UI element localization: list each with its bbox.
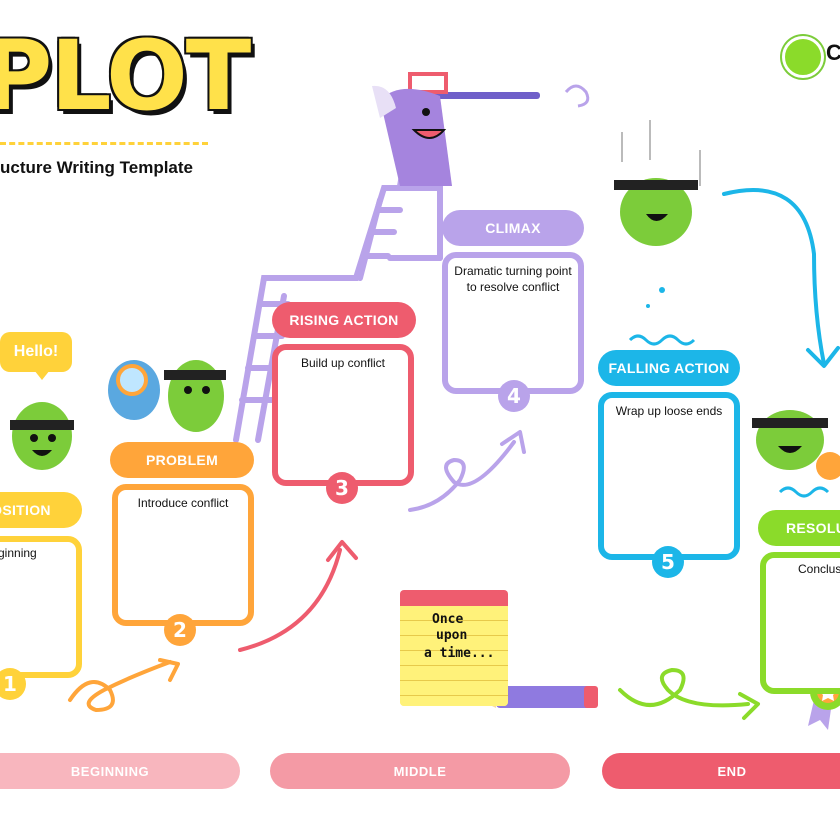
title-divider xyxy=(0,142,208,145)
stage-description-2: Introduce conflict xyxy=(137,496,229,510)
stage-label-1: OSITION xyxy=(0,492,82,528)
section-bar-end: END xyxy=(602,753,840,789)
stage-label-5: FALLING ACTION xyxy=(598,350,740,386)
page-title: PLOT xyxy=(0,20,251,132)
stage-box-1[interactable] xyxy=(0,536,82,678)
stage-number-3: 3 xyxy=(326,472,358,504)
stage-description-6: Conclus xyxy=(798,562,840,576)
note-line-2: upon xyxy=(436,628,468,643)
monster-exposition xyxy=(10,402,74,470)
stage-number-2: 2 xyxy=(164,614,196,646)
note-line-3: a time... xyxy=(424,646,495,661)
stage-number-5: 5 xyxy=(652,546,684,578)
section-bar-middle: MIDDLE xyxy=(270,753,570,789)
stage-box-5[interactable] xyxy=(598,392,740,560)
speech-bubble: Hello! xyxy=(0,332,72,372)
stage-description-3: Build up conflict xyxy=(300,356,386,370)
stage-label-4: CLIMAX xyxy=(442,210,584,246)
stage-number-1: 1 xyxy=(0,668,26,700)
stage-label-3: RISING ACTION xyxy=(272,302,416,338)
stage-description-5: Wrap up loose ends xyxy=(615,404,723,418)
page-subtitle: ucture Writing Template xyxy=(0,158,194,177)
stage-description-1: ginning xyxy=(0,546,37,560)
stage-box-6[interactable] xyxy=(760,552,840,694)
speech-bubble-tail xyxy=(34,370,50,380)
logo xyxy=(782,36,824,78)
monster-falling xyxy=(614,178,698,246)
monster-problem xyxy=(108,360,226,432)
stage-label-6: RESOLU xyxy=(758,510,840,546)
stage-description-4: Dramatic turning point to resolve confli… xyxy=(454,264,572,294)
note-card: Once upon a time... xyxy=(400,590,508,706)
note-line-1: Once xyxy=(432,612,464,627)
logo-text: C xyxy=(826,40,840,65)
section-bar-beginning: BEGINNING xyxy=(0,753,240,789)
monster-resolution xyxy=(752,410,840,480)
stage-number-4: 4 xyxy=(498,380,530,412)
stage-label-2: PROBLEM xyxy=(110,442,254,478)
